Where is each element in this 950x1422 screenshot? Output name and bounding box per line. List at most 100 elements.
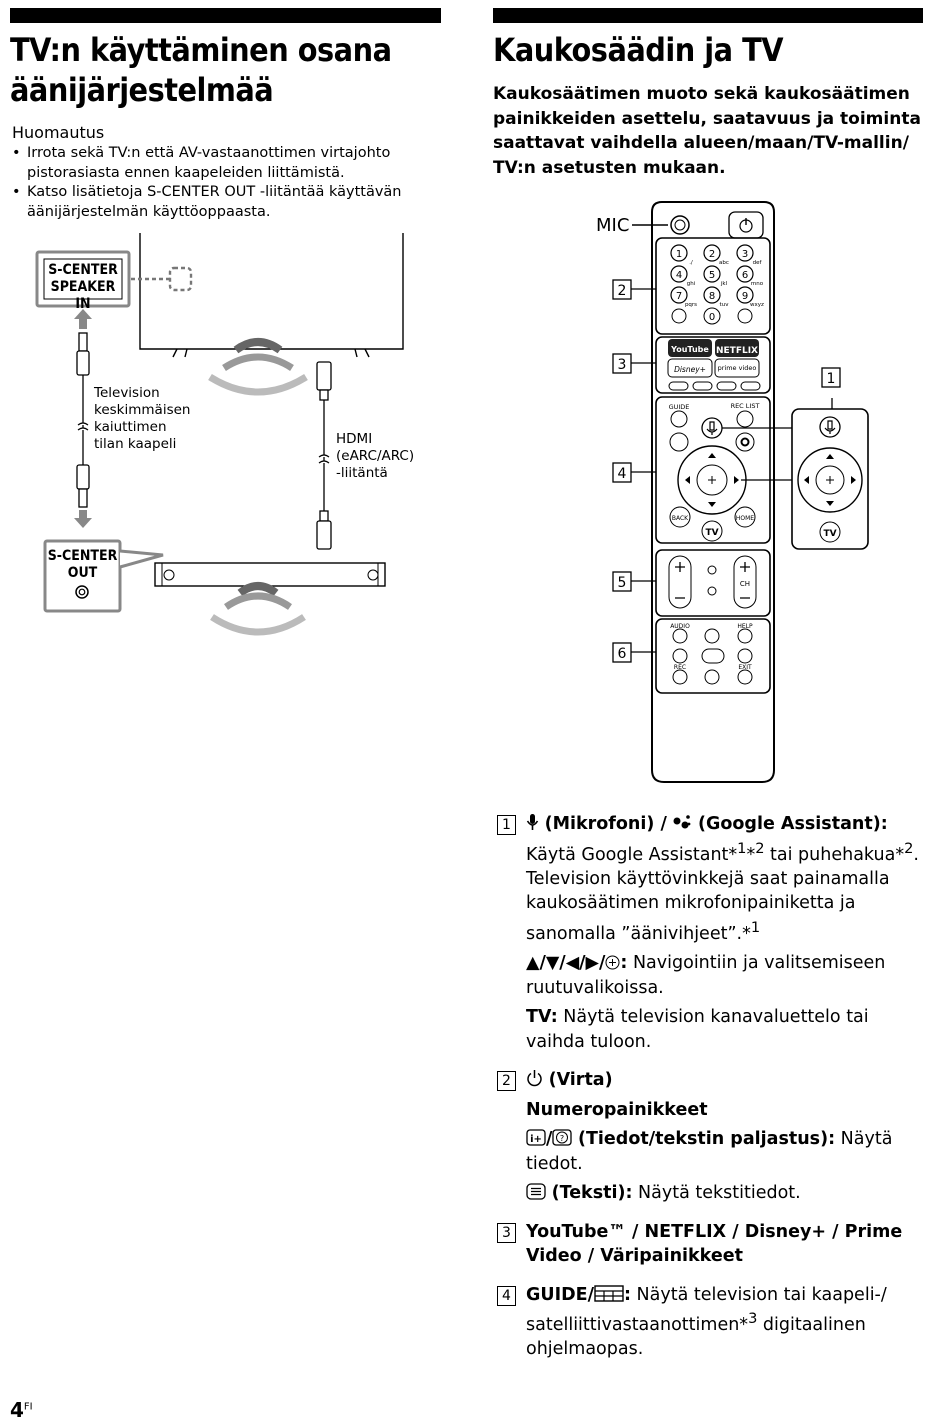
text-icon	[526, 1183, 546, 1200]
settings-icon	[740, 437, 750, 447]
left-title-line2: äänijärjestelmää	[10, 71, 274, 109]
zoom-tv-label: TV	[823, 529, 836, 539]
guide-key	[670, 410, 688, 428]
number-key-letters: ./	[689, 260, 693, 266]
rec-label: REC	[674, 664, 686, 671]
subtitle-key	[704, 628, 720, 644]
note-item: Katso lisätietoja S-CENTER OUT -liitäntä…	[12, 183, 432, 222]
number-key	[703, 307, 721, 325]
channel-rocker	[733, 555, 757, 609]
right-heading-rule	[493, 8, 923, 23]
left-heading-rule	[10, 8, 441, 23]
number-key	[736, 286, 754, 304]
callout-number: 5	[618, 575, 627, 591]
netflix-key	[715, 339, 759, 357]
number-key-letters: def	[753, 260, 763, 266]
back-label: BACK	[672, 515, 689, 522]
number-section	[655, 237, 771, 335]
google-assistant-icon	[673, 815, 691, 829]
entry-3: 3 YouTube™ / NETFLIX / Disney+ / Prime V…	[497, 1220, 927, 1269]
guide-extra-key	[707, 565, 717, 575]
question-icon: ?	[552, 1129, 573, 1146]
playback-section	[655, 618, 771, 694]
help-label: HELP	[737, 623, 753, 630]
audio-label: AUDIO	[670, 623, 690, 630]
guide-label: GUIDE	[669, 403, 690, 411]
disney-label: Disney+	[674, 365, 706, 374]
number-key-letters: wxyz	[750, 302, 764, 308]
mic-icon	[706, 421, 718, 435]
center-cable-label: Television keskimmäisen kaiuttimen tilan…	[94, 385, 191, 452]
number-key-label: 0	[709, 312, 715, 323]
nav-section	[655, 396, 771, 544]
color-key-yellow	[716, 381, 737, 391]
callout-number: 3	[497, 1222, 516, 1243]
youtube-label: YouTube	[670, 345, 709, 354]
number-key	[703, 286, 721, 304]
rec-list-label: REC LIST	[731, 402, 760, 410]
callout-number: 2	[497, 1071, 516, 1092]
home-label: HOME	[736, 515, 754, 522]
info-key	[671, 308, 687, 324]
number-key	[670, 265, 688, 283]
entry-2: 2 (Virta) Numeropainikkeet i+/? (Tiedot/…	[497, 1068, 927, 1206]
number-key	[670, 286, 688, 304]
number-key-label: 3	[742, 249, 748, 260]
number-key-label: 1	[676, 249, 682, 260]
enter-icon	[605, 955, 620, 970]
connection-diagram	[35, 233, 404, 636]
callout-number: 1	[827, 371, 836, 387]
text-key	[737, 308, 753, 324]
callout-box	[612, 279, 632, 300]
number-key-label: 4	[676, 270, 682, 281]
number-key-letters: pqrs	[685, 302, 697, 308]
number-key-label: 9	[742, 291, 748, 302]
number-key-letters: mno	[751, 281, 764, 287]
callout-box	[612, 353, 632, 374]
audio-key	[672, 628, 688, 644]
disney-key	[667, 358, 713, 378]
pause-key	[704, 669, 720, 685]
number-key	[736, 244, 754, 262]
help-key	[737, 628, 753, 644]
info-icon: i+	[526, 1129, 546, 1146]
app-section	[655, 336, 771, 394]
settings-key	[735, 432, 755, 452]
callout-number: 3	[618, 357, 627, 373]
color-key-red	[668, 381, 689, 391]
play-key	[701, 648, 725, 664]
prime-key	[714, 358, 760, 378]
rewind-key	[672, 648, 688, 664]
callout-number: 2	[618, 283, 627, 299]
microphone-icon	[526, 814, 539, 830]
youtube-key	[668, 339, 712, 357]
exit-label: EXIT	[738, 664, 752, 671]
left-title: TV:n käyttäminen osana äänijärjestelmää	[10, 30, 392, 110]
input-key	[669, 432, 689, 452]
mic-label: MIC	[596, 215, 630, 236]
number-key-label: 6	[742, 270, 748, 281]
home-key	[734, 506, 756, 528]
mute-key	[707, 586, 717, 596]
netflix-label: NETFLIX	[716, 346, 758, 356]
power-icon	[527, 1070, 542, 1087]
note-list: Irrota sekä TV:n että AV-vastaanottimen …	[12, 144, 432, 222]
tv-key	[701, 520, 723, 542]
number-key-letters: abc	[719, 260, 729, 266]
number-key	[703, 265, 721, 283]
callout-box	[612, 571, 632, 592]
svg-text:i+: i+	[530, 1134, 542, 1145]
prime-label: prime video	[718, 364, 757, 372]
number-key	[670, 244, 688, 262]
number-key-letters: tuv	[720, 302, 730, 308]
rec-list-key	[736, 410, 754, 428]
callout-box	[612, 642, 632, 663]
number-key-letters: ghi	[687, 281, 696, 287]
hdmi-label: HDMI (eARC/ARC) -liitäntä	[336, 431, 415, 481]
number-key	[736, 265, 754, 283]
note-item: Irrota sekä TV:n että AV-vastaanottimen …	[12, 144, 432, 183]
back-key	[669, 506, 691, 528]
